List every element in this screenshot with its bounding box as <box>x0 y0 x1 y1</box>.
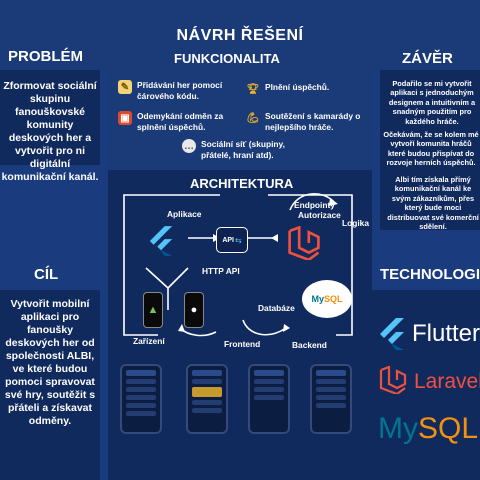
cil-text: Vytvořit mobilní aplikaci pro fanoušky d… <box>4 298 96 427</box>
android-phone-icon: ▲ <box>143 292 163 328</box>
problem-text: Zformovat sociální skupinu fanouškovské … <box>1 80 99 183</box>
mysql-logo-text: MySQL <box>378 412 478 446</box>
mysql-database-icon: MySQL <box>302 280 352 318</box>
gift-icon: ▣ <box>118 111 132 125</box>
laravel-server-icon <box>288 226 320 260</box>
apple-icon: ● <box>190 304 198 316</box>
app-screenshot-phone <box>248 364 290 434</box>
app-screenshot-phone <box>310 364 352 434</box>
api-badge-label: API <box>222 236 234 244</box>
technologie-heading: TECHNOLOGIE <box>380 266 480 283</box>
app-screenshot-phone <box>120 364 162 434</box>
zaver-paragraph: Albi tím získala přímý komunikační kanál… <box>387 175 479 232</box>
feature-item: … Sociální síť (skupiny, přátelé, hraní … <box>182 139 306 161</box>
http-api-label: HTTP API <box>202 266 240 276</box>
feature-text: Přidávání her pomocí čárového kódu. <box>137 80 223 101</box>
architecture-connectors <box>123 193 353 337</box>
feature-text: Odemykání odměn za splnění úspěchů. <box>137 111 224 132</box>
aplikace-label: Aplikace <box>167 209 202 219</box>
zaver-heading: ZÁVĚR <box>402 50 453 67</box>
backend-label: Backend <box>292 340 327 350</box>
plug-icon: ⇆ <box>234 235 242 245</box>
android-icon: ▲ <box>147 304 159 316</box>
zaver-paragraph: Podařilo se mi vytvořit aplikaci s jedno… <box>388 79 476 126</box>
flutter-logo-icon <box>380 318 404 350</box>
flutter-app-icon <box>149 226 173 256</box>
feature-text: Soutěžení s kamarády o nejlepšího hráče. <box>265 111 361 132</box>
iphone-icon: ● <box>184 292 204 328</box>
funkcionalita-heading: FUNKCIONALITA <box>174 51 280 66</box>
mysql-logo-my: My <box>378 412 418 445</box>
api-badge: API ⇆ <box>216 227 248 253</box>
flutter-logo-text: Flutter <box>412 320 480 347</box>
mysql-logo-sql: SQL <box>418 412 479 445</box>
pencil-icon: ✎ <box>118 80 132 94</box>
feature-item: 🏆︎ Plnění úspěchů. <box>246 82 366 96</box>
problem-heading: PROBLÉM <box>8 48 83 65</box>
databaze-label: Databáze <box>258 303 295 313</box>
page-title: NÁVRH ŘEŠENÍ <box>176 27 304 44</box>
chat-icon: … <box>182 139 196 153</box>
laravel-logo-text: Laravel <box>414 370 480 393</box>
app-screenshot-phone <box>186 364 228 434</box>
zaver-panel <box>380 70 480 230</box>
feature-text: Plnění úspěchů. <box>265 82 330 92</box>
feature-item: 💪︎ Soutěžení s kamarády o nejlepšího hrá… <box>246 111 370 133</box>
logika-label: Logika <box>342 218 369 228</box>
feature-text: Sociální síť (skupiny, přátelé, hraní at… <box>201 139 285 160</box>
muscle-icon: 💪︎ <box>246 112 260 124</box>
cil-panel <box>0 290 100 480</box>
laravel-logo-icon <box>379 366 407 394</box>
feature-item: ▣ Odemykání odměn za splnění úspěchů. <box>118 111 242 133</box>
autorizace-label: Autorizace <box>298 210 341 220</box>
problem-panel <box>0 70 100 165</box>
mysql-badge-text: MySQL <box>311 294 343 304</box>
frontend-label: Frontend <box>224 339 261 349</box>
architektura-heading: ARCHITEKTURA <box>190 176 294 191</box>
trophy-icon: 🏆︎ <box>246 83 260 95</box>
feature-item: ✎ Přidávání her pomocí čárového kódu. <box>118 80 238 102</box>
cil-heading: CÍL <box>34 266 59 283</box>
zaver-paragraph: Očekávám, že se kolem mé vytvoří komunit… <box>383 130 479 168</box>
endpointy-label: Endpointy <box>294 200 335 210</box>
zarizeni-label: Zařízení <box>133 336 165 346</box>
